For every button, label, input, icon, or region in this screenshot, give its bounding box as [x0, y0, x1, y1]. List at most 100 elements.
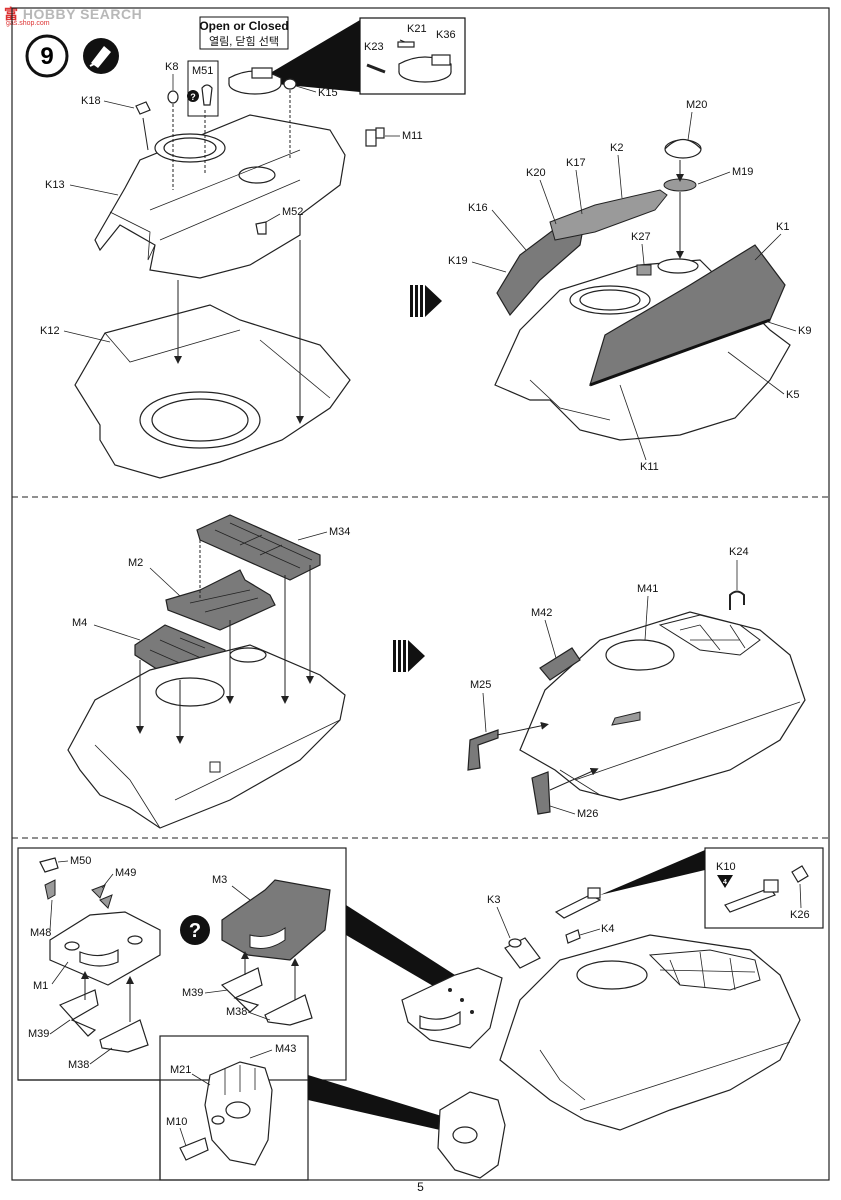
mantlet-front [437, 1091, 506, 1179]
detail-funnel [255, 20, 360, 92]
callout-title-kr: 열림, 닫힘 선택 [209, 35, 279, 48]
option-box-main [17, 847, 347, 1081]
lower-turret-hull [74, 304, 351, 479]
next-step-arrow-1 [410, 285, 442, 317]
label-k20: K20 [526, 167, 546, 179]
label-m50: M50 [70, 855, 91, 867]
label-k5: K5 [786, 389, 799, 401]
part-k18 [135, 101, 151, 115]
part-m52 [255, 221, 267, 235]
label-m4: M4 [72, 617, 87, 629]
label-m26: M26 [577, 808, 598, 820]
upper-turret-shell [94, 114, 346, 279]
label-k9: K9 [798, 325, 811, 337]
k10-detail-box [704, 847, 824, 929]
label-m20: M20 [686, 99, 707, 111]
label-m11: M11 [402, 130, 423, 142]
plate-front [401, 967, 503, 1049]
part-m49a [91, 884, 106, 899]
part-m19 [663, 178, 697, 192]
k10-qty: 4 [723, 879, 727, 886]
label-m43: M43 [275, 1043, 296, 1055]
question-icon: ? [187, 90, 199, 102]
plate-m34 [196, 514, 321, 581]
step-number: 9 [40, 43, 53, 70]
next-step-arrow-2 [393, 640, 425, 672]
callout-title-en: Open or Closed [199, 19, 288, 33]
label-m10: M10 [166, 1116, 187, 1128]
label-m49: M49 [115, 867, 136, 879]
label-m34: M34 [329, 526, 350, 538]
label-m19: M19 [732, 166, 753, 178]
watermark: 富 HOBBY SEARCH [4, 6, 143, 22]
label-k26: K26 [790, 909, 810, 921]
assembled-turret-3 [519, 611, 806, 801]
label-m25: M25 [470, 679, 491, 691]
part-k24 [729, 590, 745, 610]
part-m10 [179, 1137, 209, 1161]
label-m38b: M38 [226, 1006, 247, 1018]
funnel-plate [346, 905, 455, 990]
label-k11: K11 [640, 461, 659, 473]
part-k8 [167, 90, 179, 104]
label-m2: M2 [128, 557, 143, 569]
part-k15 [283, 78, 297, 90]
hatch-part [228, 67, 282, 95]
label-k10: K10 [716, 861, 736, 873]
part-m26 [531, 771, 551, 815]
plate-m2 [165, 569, 276, 631]
part-k10-detail [724, 879, 779, 913]
label-m38a: M38 [68, 1059, 89, 1071]
step-badge: 9 [25, 34, 69, 78]
assembled-turret-2 [67, 644, 346, 829]
part-k27 [636, 264, 652, 276]
label-k19: K19 [448, 255, 468, 267]
watermark-sub: gas.shop.com [6, 20, 50, 27]
label-k24: K24 [729, 546, 749, 558]
plate-m1 [49, 911, 161, 986]
label-k21: K21 [407, 23, 427, 35]
part-m38a [99, 1019, 149, 1053]
armor-strip-k2 [549, 189, 668, 241]
label-k1: K1 [776, 221, 789, 233]
page-number: 5 [417, 1180, 424, 1194]
part-k26 [791, 865, 809, 883]
label-k15: K15 [318, 87, 338, 99]
assembled-turret-4 [499, 934, 801, 1131]
label-m42: M42 [531, 607, 552, 619]
label-k12: K12 [40, 325, 60, 337]
svg-text:?: ? [190, 92, 196, 102]
funnel-k10 [600, 850, 705, 895]
hatch-detail [366, 39, 452, 83]
part-m25 [467, 729, 499, 771]
question-icon-large: ? [180, 915, 210, 945]
part-m38b [264, 994, 313, 1026]
mantlet-m21 [204, 1061, 273, 1166]
label-m48: M48 [30, 927, 51, 939]
label-k4: K4 [601, 923, 614, 935]
label-k13: K13 [45, 179, 65, 191]
label-m52: M52 [282, 206, 303, 218]
part-k3 [504, 937, 541, 969]
label-m39a: M39 [28, 1028, 49, 1040]
label-m21: M21 [170, 1064, 191, 1076]
mantlet-detail-box [159, 1035, 309, 1181]
part-m11 [365, 127, 385, 147]
part-m49b [99, 894, 113, 909]
label-k27: K27 [631, 231, 651, 243]
assembly-guides [142, 90, 304, 424]
label-m3: M3 [212, 874, 227, 886]
part-m39a [58, 989, 99, 1037]
plate-m3 [221, 879, 331, 961]
svg-text:?: ? [189, 920, 201, 942]
label-k18: K18 [81, 95, 101, 107]
page-border [11, 7, 830, 1181]
part-m51 [201, 84, 213, 106]
part-m50 [39, 857, 59, 873]
k10-qty-badge: 4 [717, 875, 733, 888]
label-k16: K16 [468, 202, 488, 214]
label-m39b: M39 [182, 987, 203, 999]
funnel-mantlet [308, 1075, 448, 1130]
label-k8: K8 [165, 61, 178, 73]
